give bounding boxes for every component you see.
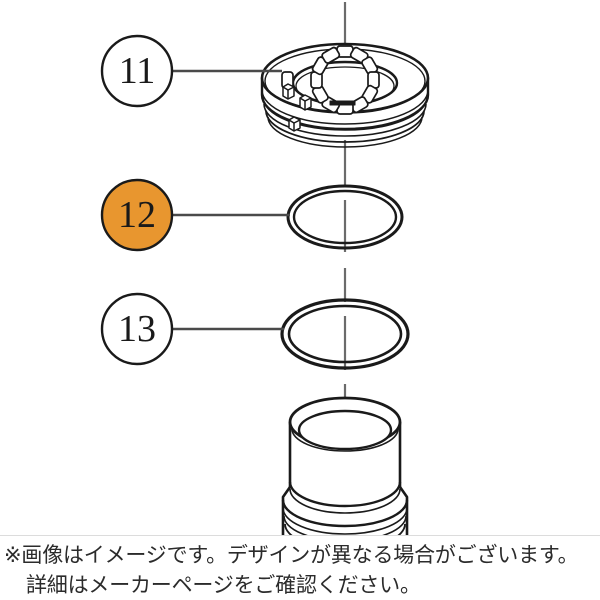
part-retainer-ring bbox=[260, 42, 430, 148]
callout-circle-12[interactable] bbox=[100, 178, 174, 252]
part-o-ring-upper bbox=[286, 184, 404, 250]
part-o-ring-lower bbox=[280, 298, 410, 370]
exploded-view-diagram: 11 12 13 bbox=[100, 2, 430, 535]
callout-circle-13[interactable] bbox=[100, 292, 174, 366]
caption-line-2: 詳細はメーカーページをご確認ください。 bbox=[26, 573, 421, 597]
image-disclaimer-caption: ※画像はイメージです。デザインが異なる場合がございます。 詳細はメーカーページを… bbox=[0, 535, 600, 600]
caption-line-1: ※画像はイメージです。デザインが異なる場合がございます。 bbox=[4, 543, 579, 567]
callout-circle-11[interactable] bbox=[100, 34, 174, 108]
part-cylinder-housing bbox=[281, 396, 409, 535]
callout-leader-lines bbox=[172, 69, 290, 331]
